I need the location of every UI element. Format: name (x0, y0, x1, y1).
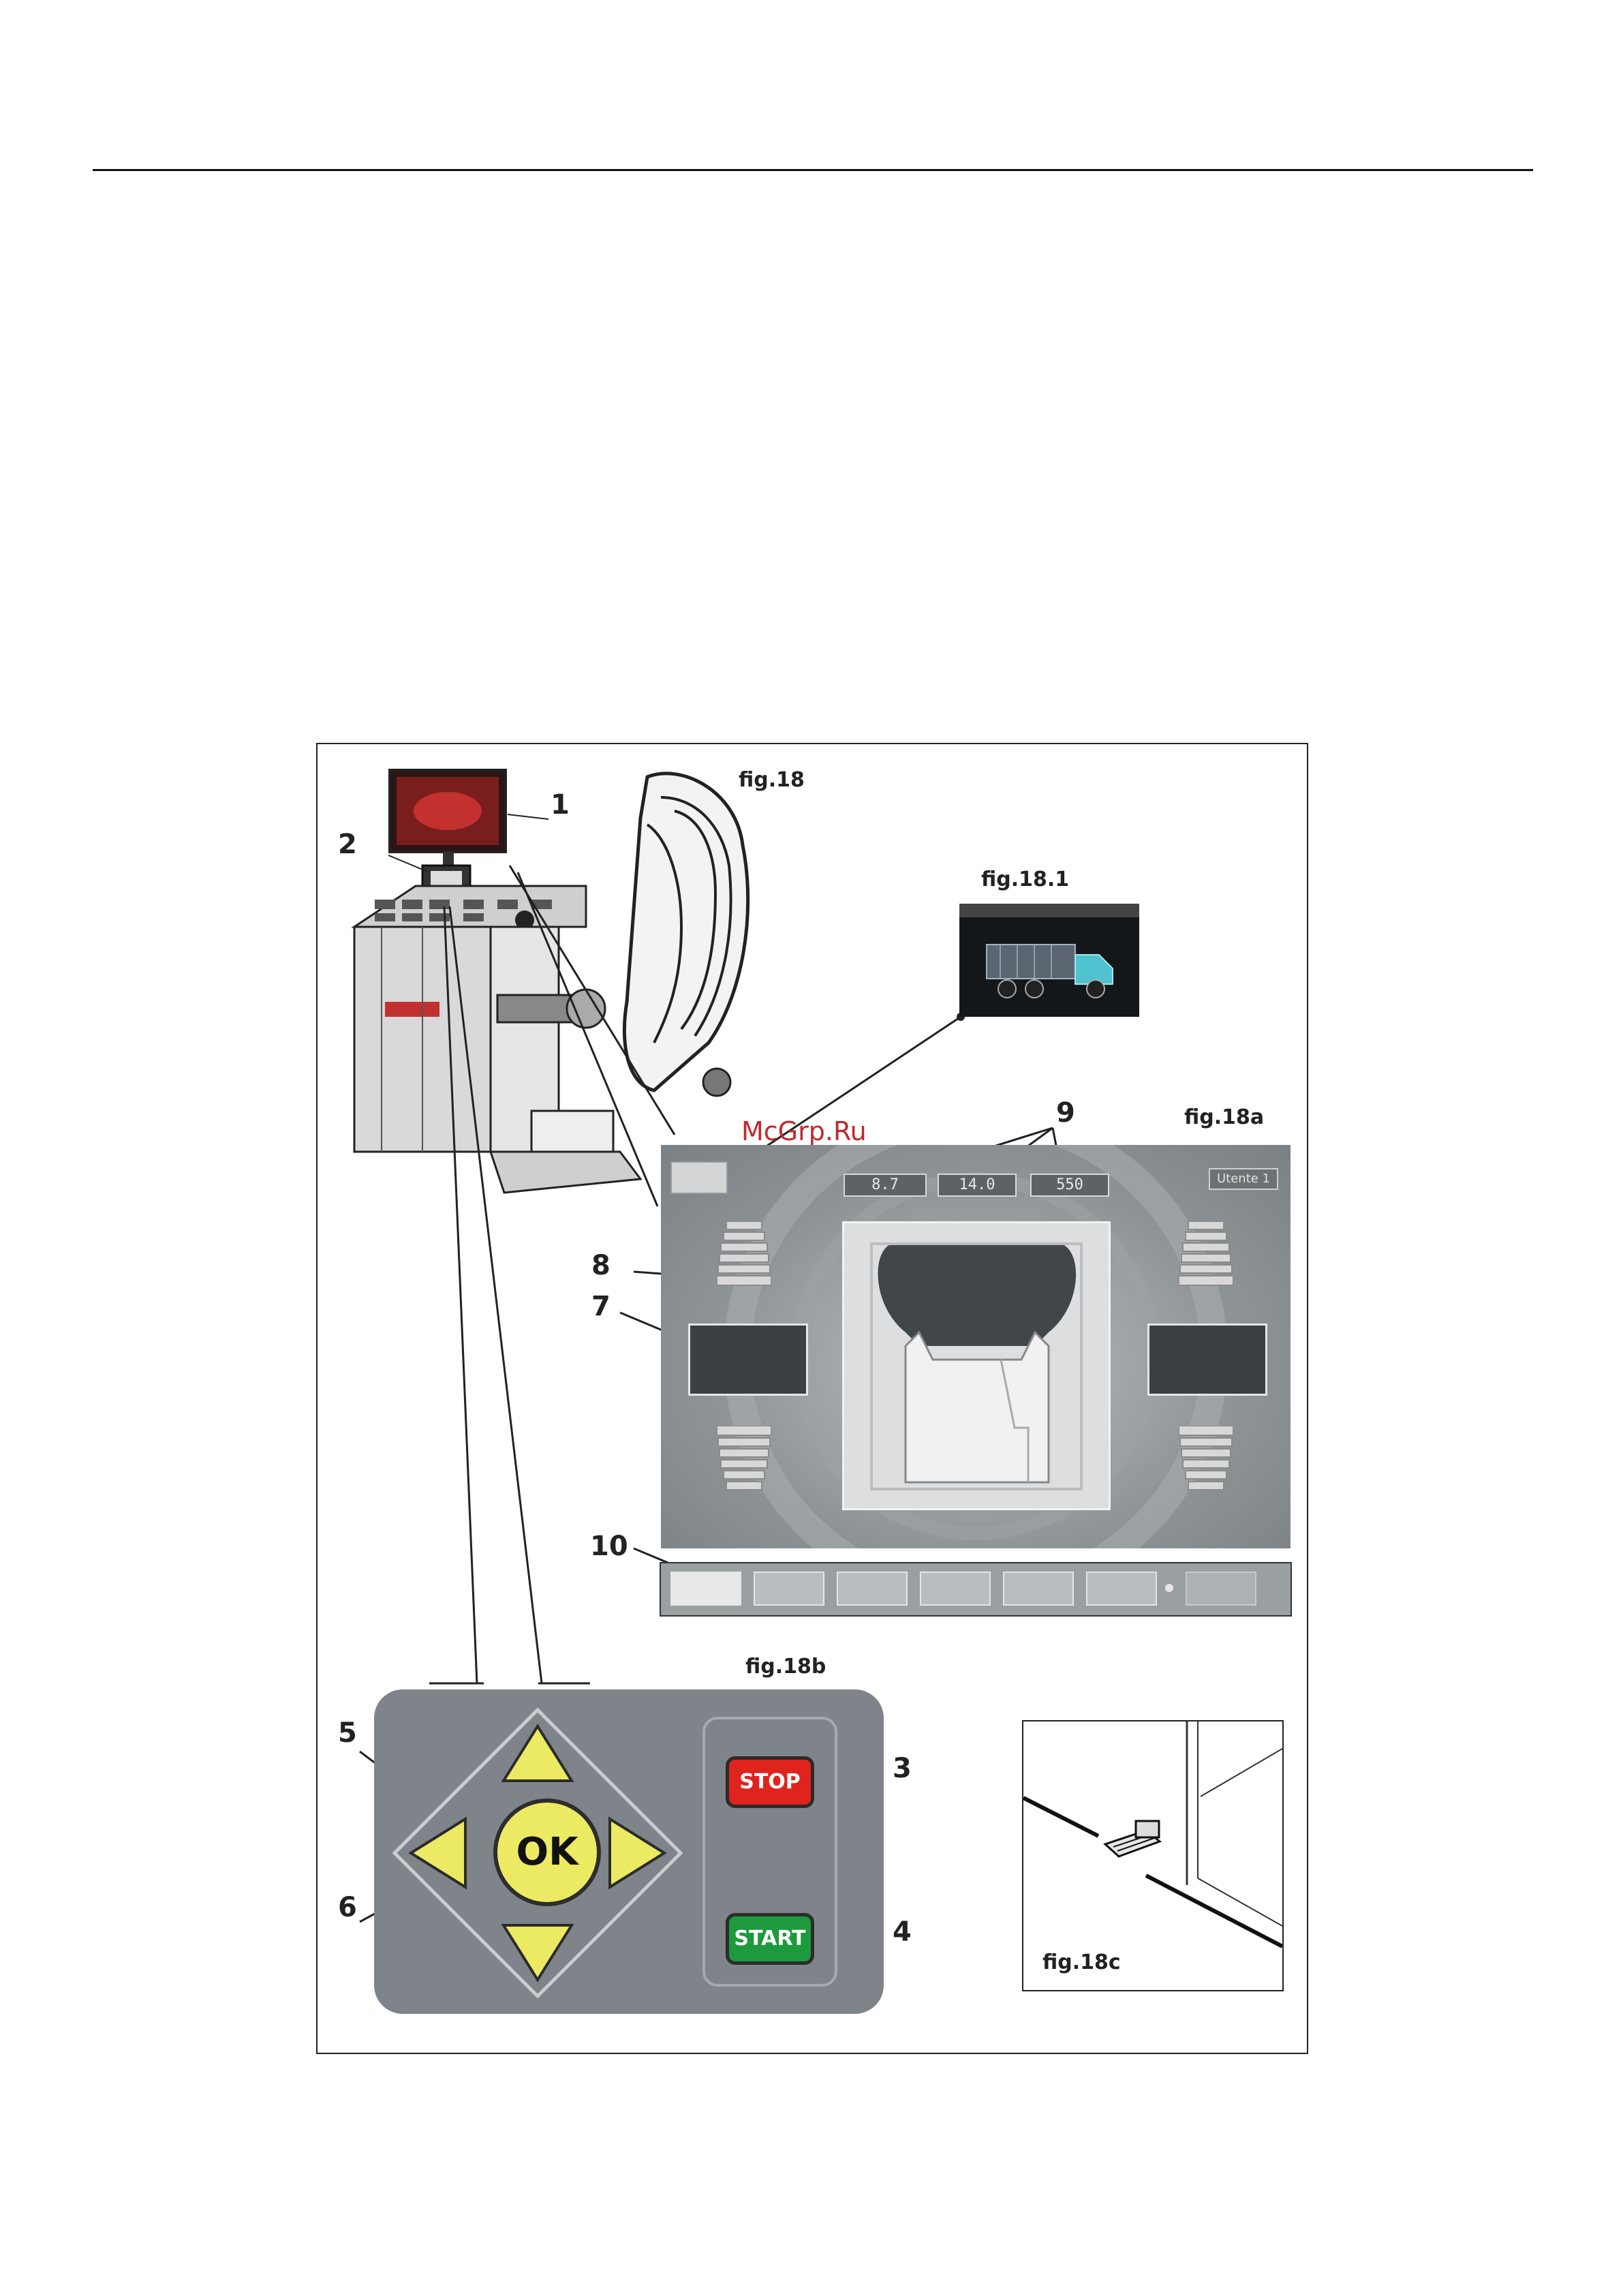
left-lower-indicator (717, 1426, 771, 1494)
diameter-readout: 14.0 (938, 1174, 1017, 1197)
width-readout: 8.7 (844, 1174, 927, 1197)
watermark: McGrp.Ru (741, 1116, 867, 1146)
truck-image (959, 904, 1139, 1017)
callout-9: 9 (1056, 1097, 1075, 1129)
pedal-illustration (1023, 1721, 1282, 1990)
callout-2: 2 (338, 829, 357, 860)
callout-7: 7 (591, 1291, 610, 1322)
user-badge[interactable]: Utente 1 (1209, 1168, 1278, 1190)
stop-button[interactable]: STOP (726, 1756, 814, 1808)
left-weight-display (688, 1323, 808, 1396)
distance-readout: 550 (1030, 1174, 1109, 1197)
rim-cross-section-graphic (844, 1223, 1109, 1508)
fig18c-panel: fig.18c (1022, 1720, 1284, 1991)
function-toolbar (660, 1562, 1292, 1617)
toolbar-button-3[interactable] (837, 1572, 908, 1606)
toolbar-button-1[interactable] (670, 1572, 741, 1606)
right-upper-indicator (1179, 1221, 1233, 1289)
callout-8: 8 (591, 1250, 610, 1281)
toolbar-dot-icon (1165, 1584, 1173, 1592)
vehicle-type-icon[interactable] (670, 1161, 728, 1194)
start-button[interactable]: START (726, 1913, 814, 1965)
ok-button[interactable]: OK (493, 1798, 601, 1906)
toolbar-button-4[interactable] (920, 1572, 991, 1606)
fig18c-label: fig.18c (1042, 1950, 1121, 1974)
callout-3: 3 (893, 1753, 912, 1784)
toolbar-button-2[interactable] (754, 1572, 824, 1606)
callout-5: 5 (338, 1717, 357, 1749)
right-weight-display (1147, 1323, 1267, 1396)
wheel-cross-section-panel (842, 1221, 1111, 1510)
toolbar-button-6[interactable] (1086, 1572, 1157, 1606)
right-lower-indicator (1179, 1426, 1233, 1494)
control-keypad: OK STOP START (374, 1689, 884, 2014)
toolbar-button-7[interactable] (1186, 1572, 1256, 1606)
callout-10: 10 (590, 1531, 628, 1562)
toolbar-button-5[interactable] (1003, 1572, 1074, 1606)
callout-6: 6 (338, 1892, 357, 1923)
balancer-display-screen: 8.7 14.0 550 Utente 1 (661, 1145, 1290, 1548)
left-upper-indicator (717, 1221, 771, 1289)
callout-4: 4 (893, 1916, 912, 1948)
stop-start-group: STOP START (702, 1717, 837, 1987)
callout-1: 1 (551, 789, 570, 821)
